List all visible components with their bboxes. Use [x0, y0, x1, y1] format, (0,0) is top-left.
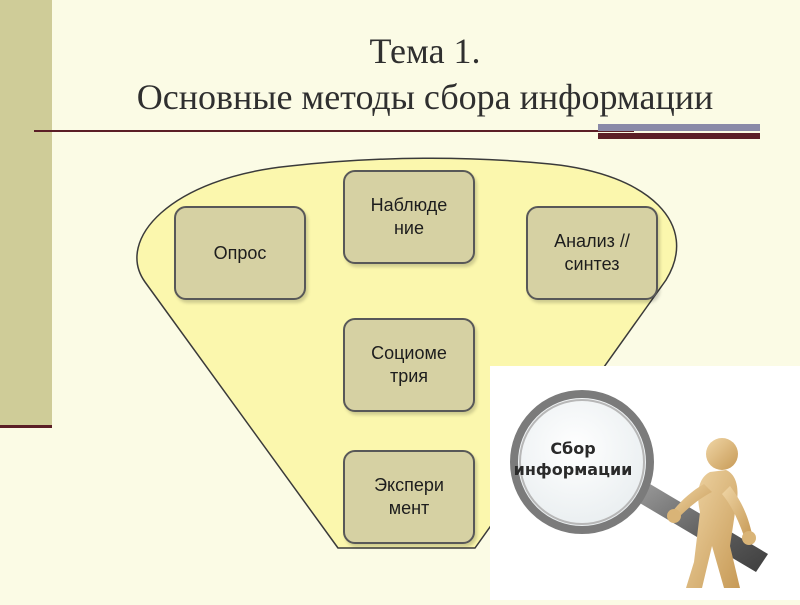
method-label-sociometriya: Социоме трия	[355, 342, 463, 388]
method-box-eksperiment: Экспери мент	[343, 450, 475, 544]
illustration-picture: Сбор информации	[490, 366, 800, 600]
figure-with-magnifier-icon	[490, 366, 800, 600]
method-box-nablyudenie: Наблюде ние	[343, 170, 475, 264]
method-label-nablyudenie: Наблюде ние	[355, 194, 463, 240]
method-box-analiz: Анализ // синтез	[526, 206, 658, 300]
method-box-sociometriya: Социоме трия	[343, 318, 475, 412]
method-label-opros: Опрос	[214, 242, 267, 265]
method-label-analiz: Анализ // синтез	[538, 230, 646, 276]
magnifier-text: Сбор информации	[498, 438, 648, 480]
method-box-opros: Опрос	[174, 206, 306, 300]
method-label-eksperiment: Экспери мент	[355, 474, 463, 520]
